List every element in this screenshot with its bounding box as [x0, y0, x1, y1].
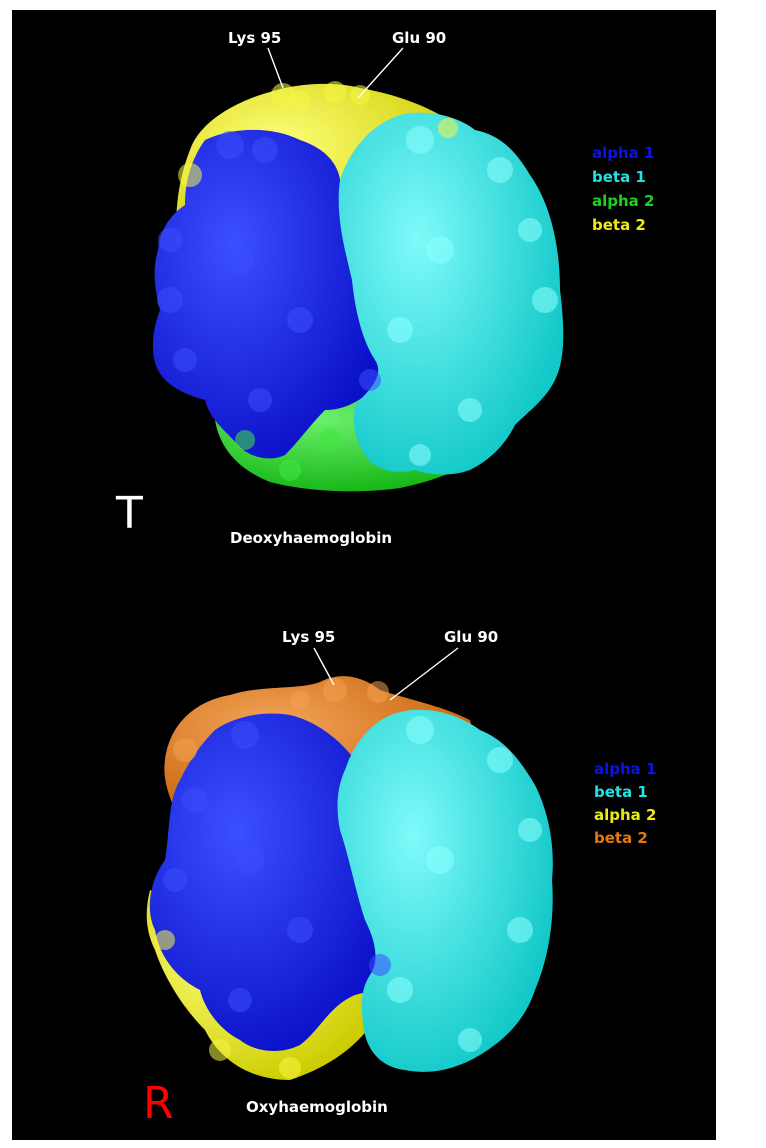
deoxy-beta1-subunit: [338, 112, 564, 475]
deoxy-lys95-pointer: [267, 47, 284, 89]
oxy-alpha1-subunit: [149, 713, 398, 1052]
deoxy-state-letter: T: [115, 488, 143, 539]
deoxy-surface-texture: [157, 81, 558, 481]
oxy-name: Oxyhaemoglobin: [246, 1098, 388, 1116]
oxy-lys95-pointer: [313, 647, 335, 686]
deoxy-annotation-glu90: Glu 90: [392, 29, 446, 47]
deoxy-legend-beta2: beta 2: [592, 216, 646, 234]
oxy-surface-texture: [155, 678, 542, 1079]
oxy-legend-beta2: beta 2: [594, 829, 648, 847]
deoxy-annotation-lys95: Lys 95: [228, 29, 281, 47]
deoxy-legend-alpha2: alpha 2: [592, 192, 654, 210]
oxy-annotation-lys95: Lys 95: [282, 628, 335, 646]
deoxy-alpha1-subunit: [152, 129, 384, 459]
deoxy-molecule: [152, 81, 564, 492]
oxy-legend-alpha1: alpha 1: [594, 760, 656, 778]
oxy-glu90-pointer: [389, 647, 459, 701]
deoxy-glu90-pointer: [357, 47, 404, 99]
oxy-beta1-subunit: [337, 709, 553, 1072]
oxy-molecule: [146, 676, 553, 1080]
oxy-annotation-glu90: Glu 90: [444, 628, 498, 646]
deoxy-legend-beta1: beta 1: [592, 168, 646, 186]
deoxy-name: Deoxyhaemoglobin: [230, 529, 392, 547]
oxy-state-letter: R: [143, 1078, 174, 1129]
oxy-legend-alpha2: alpha 2: [594, 806, 656, 824]
oxy-legend-beta1: beta 1: [594, 783, 648, 801]
deoxy-legend-alpha1: alpha 1: [592, 144, 654, 162]
